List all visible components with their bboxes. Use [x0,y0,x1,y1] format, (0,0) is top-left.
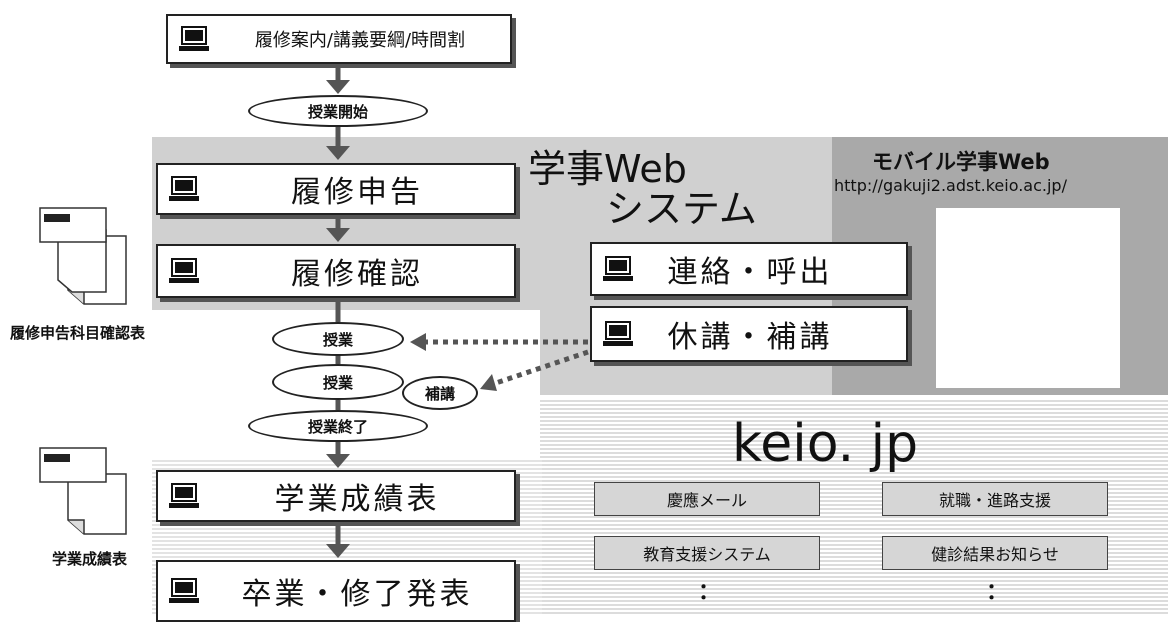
computer-icon [603,321,633,346]
computer-icon [179,26,209,51]
service-education-support[interactable]: 教育支援システム [594,536,820,570]
graduation-announce-box: 卒業・修了発表 [156,560,516,622]
graduation-announce-label: 卒業・修了発表 [241,577,473,612]
class-node-1: 授業 [272,322,404,356]
class-node-2: 授業 [272,364,404,400]
grade-report-box: 学業成績表 [156,470,516,522]
computer-icon [169,483,199,508]
mobile-web-url[interactable]: http://gakuji2.adst.keio.ac.jp/ [834,176,1067,195]
service-keio-mail[interactable]: 慶應メール [594,482,820,516]
contact-label: 連絡・呼出 [667,255,833,290]
makeup-class-node: 補講 [402,376,478,410]
registration-confirm-label: 履修確認 [291,257,423,292]
arrow-left-icon [410,333,426,351]
course-guide-box: 履修案内/講義要綱/時間割 [166,14,512,64]
web-system-subtitle: システム [606,187,757,231]
grade-report-label: 学業成績表 [274,482,440,517]
more-services-indicator: ： [986,580,1009,605]
more-services-indicator: ： [698,580,721,605]
arrow-left-icon [480,374,497,391]
course-registration-box: 履修申告 [156,163,516,215]
qr-code-frame [936,208,1120,388]
computer-icon [169,258,199,283]
contact-box: 連絡・呼出 [590,242,908,296]
web-system-title: 学事Web [528,147,687,191]
mobile-web-title: モバイル学事Web [872,150,1050,174]
document-icon [39,447,127,535]
computer-icon [169,578,199,603]
course-guide-label: 履修案内/講義要綱/時間割 [254,30,466,51]
course-registration-label: 履修申告 [291,175,423,210]
service-career-support[interactable]: 就職・進路支援 [882,482,1108,516]
computer-icon [603,256,633,281]
computer-icon [169,176,199,201]
arrow-down-icon [326,80,350,94]
document-icon [39,207,127,305]
class-cancel-label: 休講・補講 [667,320,833,355]
class-end-node: 授業終了 [248,410,428,442]
service-health-results[interactable]: 健診結果お知らせ [882,536,1108,570]
class-start-node: 授業開始 [248,95,428,127]
class-cancel-box: 休講・補講 [590,306,908,362]
registration-confirm-box: 履修確認 [156,244,516,298]
grade-report-sheet-label: 学業成績表 [52,550,128,568]
keio-jp-title: keio. jp [732,414,919,474]
registration-confirm-sheet-label: 履修申告科目確認表 [10,324,146,342]
